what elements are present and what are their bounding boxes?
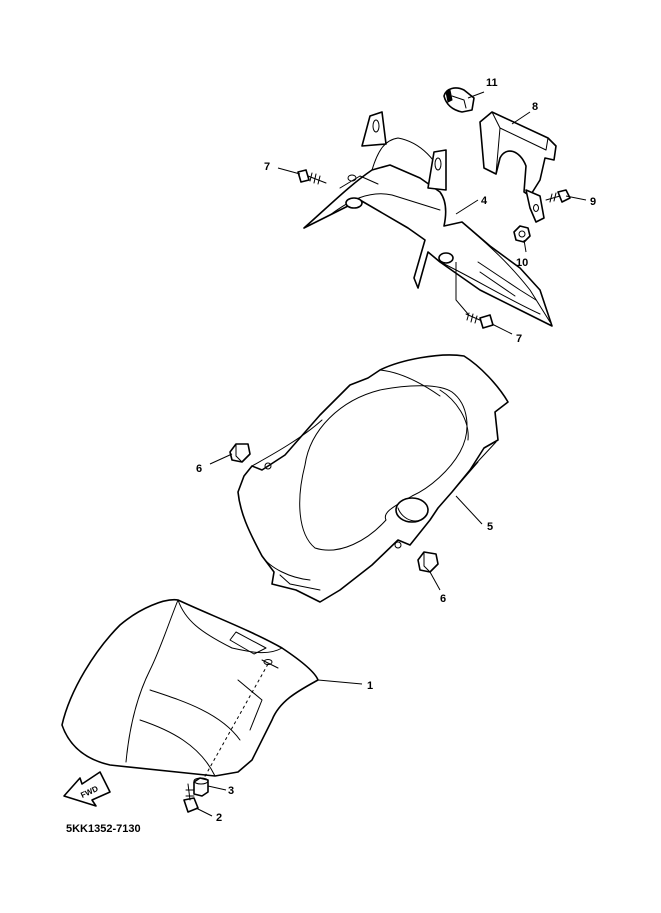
callout-7-lower: 7 (516, 333, 522, 345)
callout-9: 9 (590, 196, 596, 208)
diagram-code: 5KK1352-7130 (66, 823, 141, 835)
bolt-part-7-lower (465, 312, 494, 329)
callout-6-right: 6 (440, 593, 446, 605)
callout-2: 2 (216, 812, 222, 824)
inner-cover-part-5 (237, 354, 509, 603)
leader-lines (195, 91, 587, 817)
callout-3: 3 (228, 785, 234, 797)
callout-6-left: 6 (196, 463, 202, 475)
callout-1: 1 (367, 680, 373, 692)
nut-part-10 (513, 225, 531, 243)
collar-part-3 (193, 777, 209, 797)
callout-4: 4 (481, 195, 488, 207)
callout-10: 10 (516, 257, 528, 269)
callout-11: 11 (486, 77, 498, 89)
grommet-part-11 (443, 87, 475, 113)
screw-part-9 (545, 189, 571, 203)
callout-7-upper: 7 (264, 161, 270, 173)
callout-labels: 11 8 7 9 4 10 7 6 5 6 1 3 2 (196, 77, 596, 824)
callout-5: 5 (487, 521, 493, 533)
front-fender-part-1 (61, 598, 319, 777)
bolt-part-2 (183, 783, 199, 813)
forward-direction-arrow: FWD (63, 771, 111, 807)
callout-8: 8 (532, 101, 538, 113)
clip-nut-part-6-right (417, 551, 439, 573)
bolt-part-7-upper (297, 169, 327, 185)
rear-fender-part-4 (303, 111, 553, 327)
clip-nut-part-6-left (229, 443, 251, 463)
bracket-part-8 (479, 111, 557, 223)
